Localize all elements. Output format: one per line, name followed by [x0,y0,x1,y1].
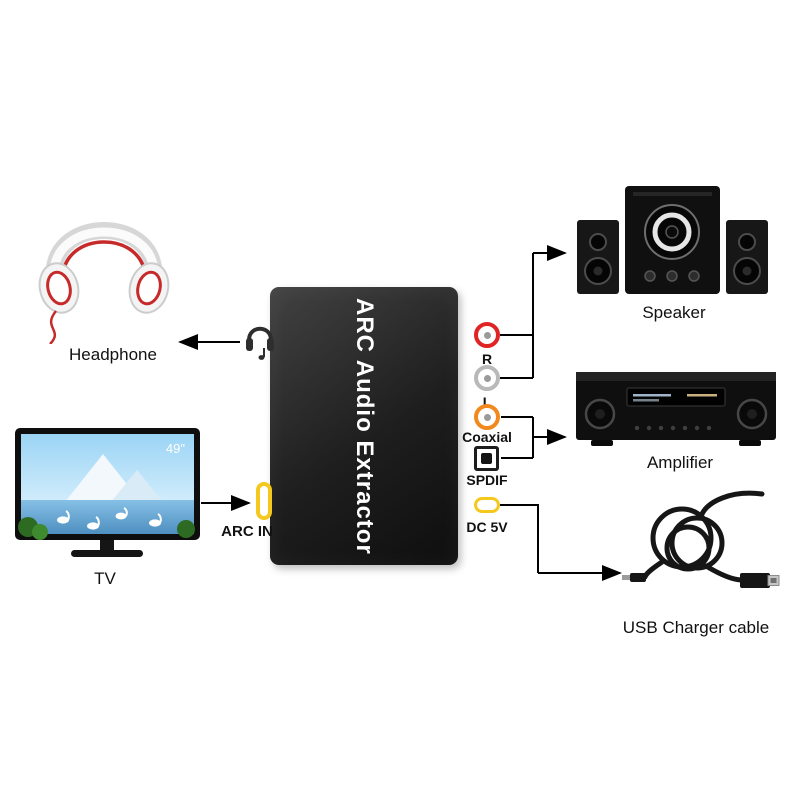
speaker-label: Speaker [642,303,706,322]
amplifier-image [575,366,777,452]
speaker-illustration [577,186,768,294]
dc-5v-label: DC 5V [466,519,508,535]
rca-port-l [474,365,500,391]
coaxial-port [474,404,500,430]
spdif-label: SPDIF [466,472,508,488]
amplifier-label: Amplifier [646,453,714,472]
usb-cable-label: USB Charger cable [622,618,770,637]
wire-dc-to-junction [500,504,539,573]
headphone-label: Headphone [69,345,157,364]
device-box: ARC Audio Extractor [270,287,458,565]
tv-size-badge: 49" [166,441,185,456]
tv-image: 49" [15,428,200,566]
arc-in-label: ARC IN [221,523,273,540]
headphone-image [28,182,180,345]
usb-cable-image [610,486,782,608]
tv-illustration: 49" [15,428,200,557]
headphone-icon [243,316,277,362]
speaker-image [575,170,770,298]
usb-cable-illustration [622,490,780,588]
headphone-illustration [38,222,170,345]
coaxial-label: Coaxial [462,429,512,445]
arc-in-port [256,482,272,520]
device-title: ARC Audio Extractor [351,297,378,555]
rca-port-r [474,322,500,348]
port-r-label: R [481,351,493,367]
amplifier-illustration [576,372,776,446]
port-l-label: L [482,394,492,410]
tv-label: TV [94,569,116,588]
dc-5v-port [474,497,500,513]
spdif-port [474,446,499,471]
